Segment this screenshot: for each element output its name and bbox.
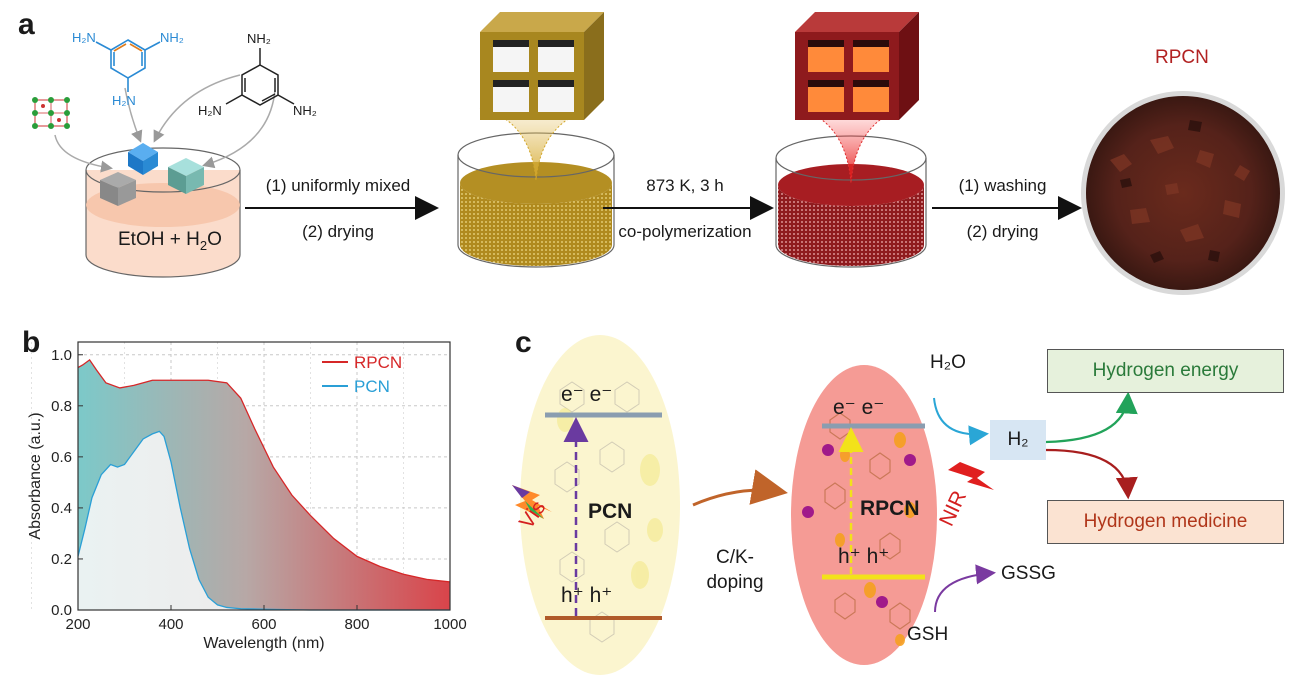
arrow3-top-label: (1) washing <box>958 176 1047 195</box>
h2-label: H₂ <box>1007 429 1029 450</box>
x-tick-label: 600 <box>251 616 276 633</box>
x-tick-label: 1000 <box>433 616 466 633</box>
arrow3-bottom-label: (2) drying <box>966 222 1039 241</box>
series-area-pcn <box>78 431 450 610</box>
blue-cube <box>128 143 158 175</box>
gold-framework <box>480 12 604 120</box>
y-tick-label: 1.0 <box>51 347 72 364</box>
gsh-label: GSH <box>907 624 949 645</box>
black-molecule <box>225 48 295 106</box>
gssg-label: GSSG <box>1001 563 1056 584</box>
solvent-tail: O <box>207 229 222 250</box>
teal-cube <box>168 158 204 194</box>
arrow1-top-label: (1) uniformly mixed <box>265 176 411 195</box>
panel-letter-a: a <box>18 8 35 41</box>
beaker-ethanol-water <box>85 143 241 278</box>
hydrogen-energy-label: Hydrogen energy <box>1092 360 1239 381</box>
panel-c-diagram <box>512 335 1138 675</box>
y-tick-label: 0.4 <box>51 500 72 517</box>
solvent-text: EtOH + H <box>118 229 200 250</box>
h2-box: H₂ <box>990 420 1046 460</box>
legend-label-rpcn: RPCN <box>354 353 402 372</box>
rpcn-label: RPCN <box>860 497 920 520</box>
x-axis-label: Wavelength (nm) <box>203 635 324 652</box>
mol1-h2n-bottom: H₂N <box>112 93 136 108</box>
y-tick-label: 0.6 <box>51 449 72 466</box>
pcn-holes-label: h⁺ h⁺ <box>561 584 613 607</box>
y-tick-label: 0.2 <box>51 551 72 568</box>
beaker-gold <box>457 107 615 268</box>
y-axis-label: Absorbance (a.u.) <box>27 412 44 539</box>
y-tick-label: 0.0 <box>51 602 72 619</box>
h2-to-energy-arrow <box>1045 391 1138 444</box>
arrow2-top-label: 873 K, 3 h <box>646 176 724 195</box>
pcn-label: PCN <box>588 500 633 523</box>
mol2-h2n-left: H₂N <box>198 103 222 118</box>
hydrogen-medicine-box: Hydrogen medicine <box>1047 500 1284 544</box>
y-tick-label: 0.8 <box>51 398 72 415</box>
panel-letter-c: c <box>515 326 532 359</box>
legend-label-pcn: PCN <box>354 377 390 396</box>
mol2-nh2-right: NH₂ <box>293 103 317 118</box>
h2o-to-h2-arrow <box>933 397 989 446</box>
lattice-icon <box>32 97 70 129</box>
beaker-red <box>775 107 927 268</box>
vis-lightning-icon <box>512 485 552 519</box>
doping-label-top: C/K- <box>716 547 754 568</box>
hydrogen-energy-box: Hydrogen energy <box>1047 349 1284 393</box>
gsh-to-gssg-arrow <box>934 564 996 613</box>
rpcn-electrons-label: e⁻ e⁻ <box>833 396 885 419</box>
red-framework <box>795 12 919 120</box>
x-tick-label: 800 <box>344 616 369 633</box>
arrow2-bottom-label: co-polymerization <box>618 222 752 241</box>
blue-molecule <box>95 39 161 92</box>
h2-to-medicine-arrow <box>1045 448 1138 500</box>
rpcn-particle <box>791 365 937 665</box>
absorbance-chart: 200 400 600 800 1000 0.0 0.2 0.4 0.6 0.8 1.0Wavele… <box>27 341 467 652</box>
doping-label-bottom: doping <box>706 572 764 593</box>
mol1-h2n-left: H₂N <box>72 30 96 45</box>
h2o-label: H₂O <box>930 352 966 373</box>
mol1-nh2-right: NH₂ <box>160 30 184 45</box>
solvent-subscript: 2 <box>199 237 208 253</box>
x-tick-label: 400 <box>158 616 183 633</box>
rpcn-holes-label: h⁺ h⁺ <box>838 545 890 568</box>
panel-a-graphic <box>32 12 1285 295</box>
series-line-rpcn <box>77 358 451 583</box>
grey-cube <box>100 172 136 206</box>
nir-lightning-icon <box>948 462 994 490</box>
doping-arrow <box>692 469 788 507</box>
rpcn-product-label: RPCN <box>1155 47 1209 68</box>
pcn-electrons-label: e⁻ e⁻ <box>561 383 613 406</box>
x-tick-label: 200 <box>65 616 90 633</box>
hydrogen-medicine-label: Hydrogen medicine <box>1083 511 1248 532</box>
beaker-solvent-label: EtOH + H2O <box>118 229 222 253</box>
arrow1-bottom-label: (2) drying <box>302 222 374 241</box>
rpcn-powder-photo <box>1081 91 1285 295</box>
mol2-nh2-top: NH₂ <box>247 31 271 46</box>
